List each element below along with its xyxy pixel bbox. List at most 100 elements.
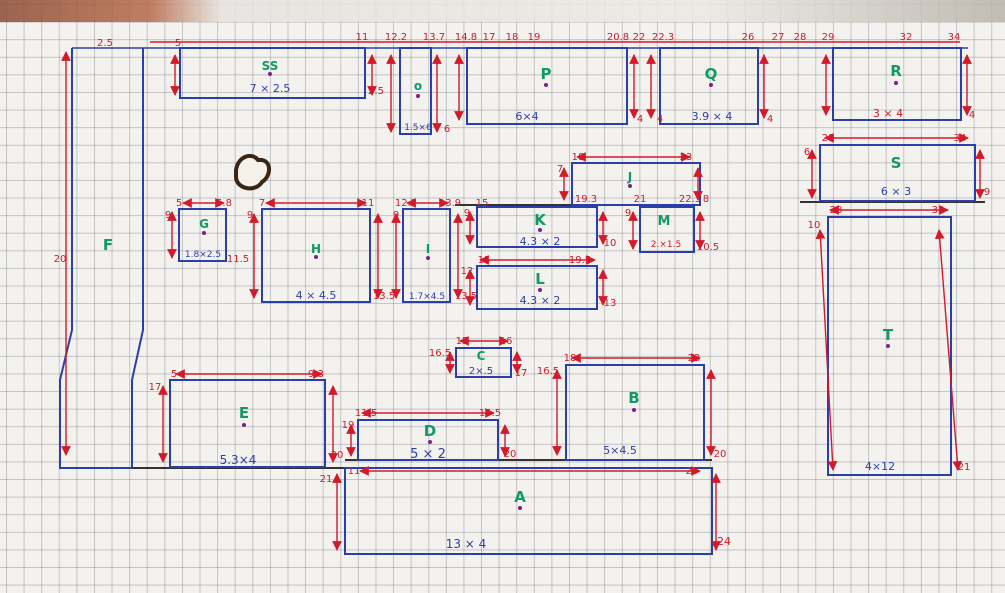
size-M: 2.×1.5 xyxy=(651,240,681,250)
dim-num: 5.8 xyxy=(216,198,232,209)
size-G: 1.8×2.5 xyxy=(185,250,221,260)
dim-num-top: 19 xyxy=(528,32,541,43)
dim-num: 20 xyxy=(714,449,727,460)
dot-E xyxy=(242,423,246,427)
dot-R xyxy=(894,81,898,85)
dot-A xyxy=(518,506,522,510)
dim-num: 21 xyxy=(958,462,971,473)
dim-num-top: 12.2 xyxy=(385,32,407,43)
dim-num: 17 xyxy=(515,368,528,379)
block-I-name: I xyxy=(426,242,430,256)
dim-num: 4 xyxy=(969,110,975,121)
size-H: 4 × 4.5 xyxy=(296,289,337,302)
dim-num-top: 26 xyxy=(742,32,755,43)
dim-num: 9 xyxy=(984,187,990,198)
block-S-rect xyxy=(819,144,976,202)
dim-num: 19.3 xyxy=(575,194,597,205)
dim-num: 7 xyxy=(557,164,563,175)
dim-num: 5 xyxy=(171,369,177,380)
block-B-rect xyxy=(565,364,705,461)
dim-num: 20 xyxy=(331,450,344,461)
dim-num: 6 xyxy=(444,124,450,135)
block-F-right-outline xyxy=(131,48,144,468)
block-C-rect xyxy=(455,347,512,378)
dim-num-top: 5 xyxy=(175,38,181,49)
size-Q: 3.9 × 4 xyxy=(692,110,733,123)
block-P-rect xyxy=(466,47,628,125)
dim-num: 9 xyxy=(464,208,470,219)
dim-num: 7 xyxy=(259,198,265,209)
block-C-name: C xyxy=(477,349,486,363)
dim-num: 22.3 xyxy=(679,194,701,205)
dim-num: 15.5 xyxy=(479,408,501,419)
dim-num: 21 xyxy=(634,194,647,205)
block-H-name: H xyxy=(311,242,321,256)
dim-num: 5 xyxy=(176,198,182,209)
size-I: 1.7×4.5 xyxy=(409,292,445,302)
size-O: 1.5×6 xyxy=(404,123,432,133)
block-O-rect xyxy=(399,47,432,135)
dim-num: 15 xyxy=(476,198,489,209)
block-F-left-outline xyxy=(59,48,132,469)
block-K-name: K xyxy=(534,211,547,229)
dimension-lines xyxy=(61,41,985,551)
dim-num: 2.5 xyxy=(368,86,384,97)
block-R-rect xyxy=(832,47,962,121)
dot-P xyxy=(544,83,548,87)
dot-Q xyxy=(709,83,713,87)
burn-mark xyxy=(234,153,271,191)
block-L-rect xyxy=(476,265,598,310)
dim-num: 9 xyxy=(625,208,631,219)
dim-num: 16.5 xyxy=(537,366,559,377)
dim-num: 9 xyxy=(393,210,399,221)
block-S-name: S xyxy=(891,154,902,172)
dim-num: 11.5 xyxy=(227,254,249,265)
dim-num: 15 xyxy=(478,255,491,266)
block-T-name: T xyxy=(883,326,894,344)
dot-D xyxy=(428,440,432,444)
block-Q-rect xyxy=(659,47,759,125)
dimension-numbers: 2.5 5 11 12.2 13.7 14.8 17 18 19 20.8 22… xyxy=(54,32,991,548)
dim-num-top: 27 xyxy=(772,32,785,43)
block-H-rect xyxy=(261,208,371,303)
block-R-name: R xyxy=(890,62,902,80)
dim-num: 18 xyxy=(564,353,577,364)
size-R: 3 × 4 xyxy=(873,107,903,120)
dim-num: 11 xyxy=(348,466,361,477)
center-dots xyxy=(202,72,898,510)
block-M-rect xyxy=(639,206,695,253)
dim-num: 13 xyxy=(604,298,617,309)
dot-H xyxy=(314,255,318,259)
block-SS-rect xyxy=(179,47,366,99)
dim-num: 23 xyxy=(686,466,699,477)
size-B: 5×4.5 xyxy=(603,444,637,457)
block-I-rect xyxy=(402,208,451,303)
dim-num: 20 xyxy=(54,254,67,265)
dim-num-top: 22 xyxy=(633,32,646,43)
dot-G xyxy=(202,231,206,235)
dim-num: 34 xyxy=(954,133,967,144)
block-names: F SS o P Q R S G H I J K L M T C E D B A xyxy=(103,59,902,506)
block-SS-name: SS xyxy=(262,59,279,73)
dot-T xyxy=(886,344,890,348)
block-Q-name: Q xyxy=(705,65,718,83)
dot-L xyxy=(538,288,542,292)
dim-num: 6 xyxy=(804,147,810,158)
dim-num-top: 11 xyxy=(356,32,369,43)
size-K: 4.3 × 2 xyxy=(520,235,561,248)
dim-num: 23 xyxy=(688,353,701,364)
block-E-name: E xyxy=(239,404,249,422)
block-D-name: D xyxy=(424,422,436,440)
dim-T-left xyxy=(815,229,838,471)
dim-num: 9 xyxy=(165,210,171,221)
dim-num: 11 xyxy=(362,198,375,209)
dim-num: 16.5 xyxy=(429,348,451,359)
dim-num: 20 xyxy=(504,449,517,460)
dim-num: 19 xyxy=(342,420,355,431)
dim-num: 15 xyxy=(456,336,469,347)
size-labels: 7 × 2.5 1.5×6 6×4 3.9 × 4 3 × 4 6 × 3 1.… xyxy=(185,82,911,551)
dot-K xyxy=(538,228,542,232)
